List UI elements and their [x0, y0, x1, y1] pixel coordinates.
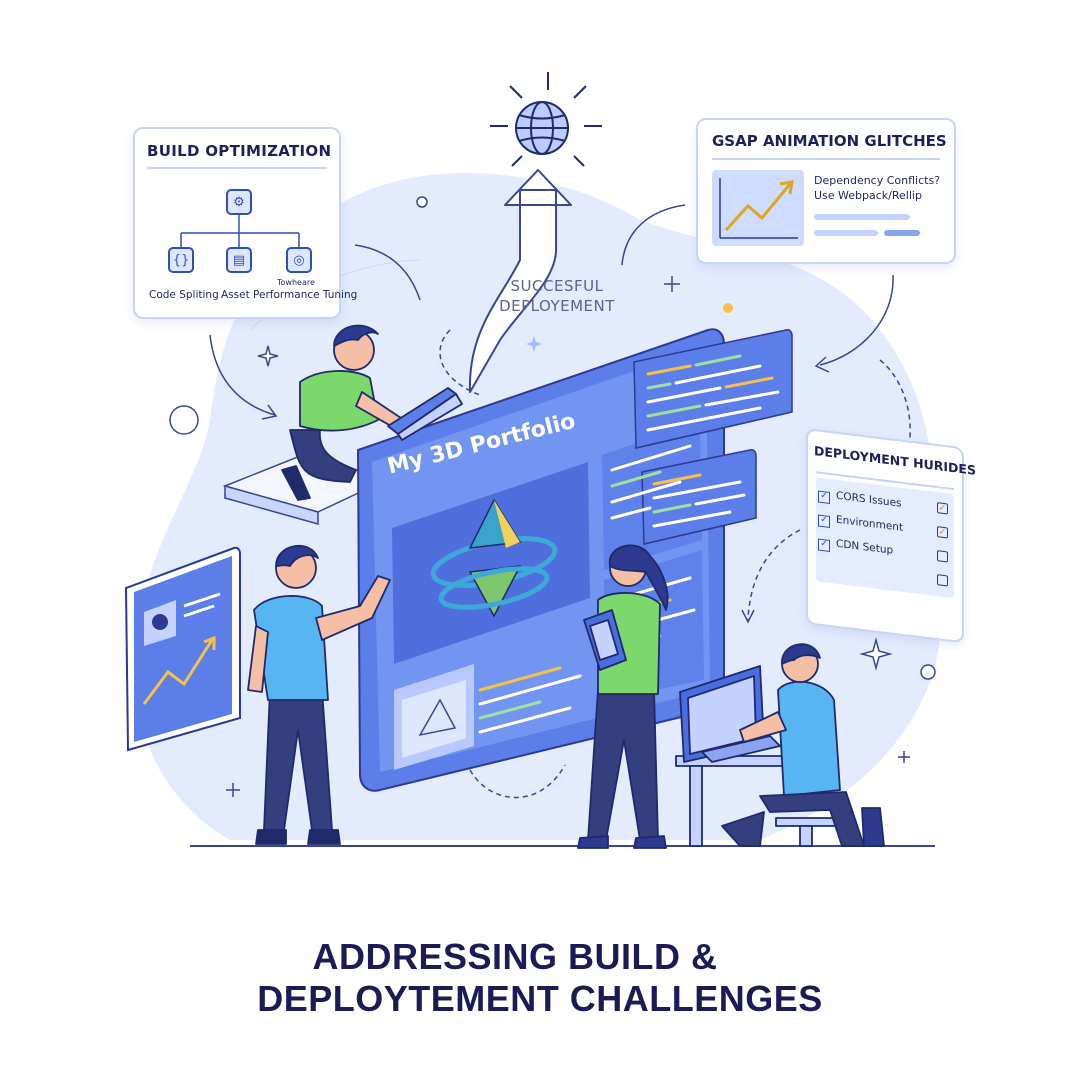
checkbox-icon: ✓ [818, 514, 830, 528]
code-panel-mid [641, 449, 757, 545]
sparkle-icon [226, 276, 910, 797]
gsap-bar [814, 230, 878, 236]
person-top [281, 324, 463, 501]
tiny-node-label: Towheare [277, 278, 315, 287]
checkbox-icon: ✓ [937, 502, 948, 515]
person-desk [675, 643, 885, 847]
build-card-title: BUILD OPTIMIZATION [147, 142, 332, 160]
sitemap-icon [180, 215, 300, 247]
globe-icon [490, 72, 602, 167]
page-heading: ADDRESSING BUILD & DEPLOYTEMENT CHALLENG… [257, 936, 823, 1019]
checkbox-icon [937, 574, 948, 587]
gsap-line-1: Dependency Conflicts? [814, 174, 941, 187]
deployment-hurdles-card: DEPLOYMENT HURIDES ✓CORS Issues ✓Environ… [806, 428, 976, 644]
gsap-line-2: Use Webpack/Rellip [814, 189, 922, 202]
build-optimization-card: BUILD OPTIMIZATION ⚙ {} ▤ ◎ Towheare Cod… [133, 127, 357, 319]
person-pointing [247, 544, 391, 845]
trend-chart-icon [712, 170, 804, 246]
gsap-bar [814, 214, 910, 220]
checkbox-icon [937, 550, 948, 563]
performance-node-icon: ◎ [286, 247, 312, 273]
code-panel-top [633, 329, 793, 449]
successful-deployment-label: SUCCESFUL DEPLOYEMENT [499, 277, 615, 315]
gsap-bar [884, 230, 920, 236]
hurdles-card-title: DEPLOYMENT HURIDES [814, 442, 976, 478]
build-card-divider [147, 167, 327, 169]
gsap-glitches-card: GSAP ANIMATION GLITCHES Dependency Confl… [696, 118, 956, 264]
root-node-icon: ⚙ [226, 189, 252, 215]
gsap-card-divider [712, 158, 940, 160]
profile-panel [124, 546, 241, 752]
checkbox-icon: ✓ [937, 526, 948, 539]
code-splitting-label: Code Spliting [149, 289, 219, 301]
gem-graphic [430, 498, 558, 618]
code-node-icon: {} [168, 247, 194, 273]
checkbox-icon: ✓ [818, 490, 830, 504]
portfolio-screen [356, 328, 725, 792]
gsap-card-title: GSAP ANIMATION GLITCHES [712, 132, 947, 150]
asset-performance-label: Asset Performance Tuning [221, 289, 358, 301]
asset-node-icon: ▤ [226, 247, 252, 273]
checkbox-icon: ✓ [818, 538, 830, 552]
upload-arrow-icon [468, 169, 572, 393]
person-tablet [577, 544, 669, 849]
